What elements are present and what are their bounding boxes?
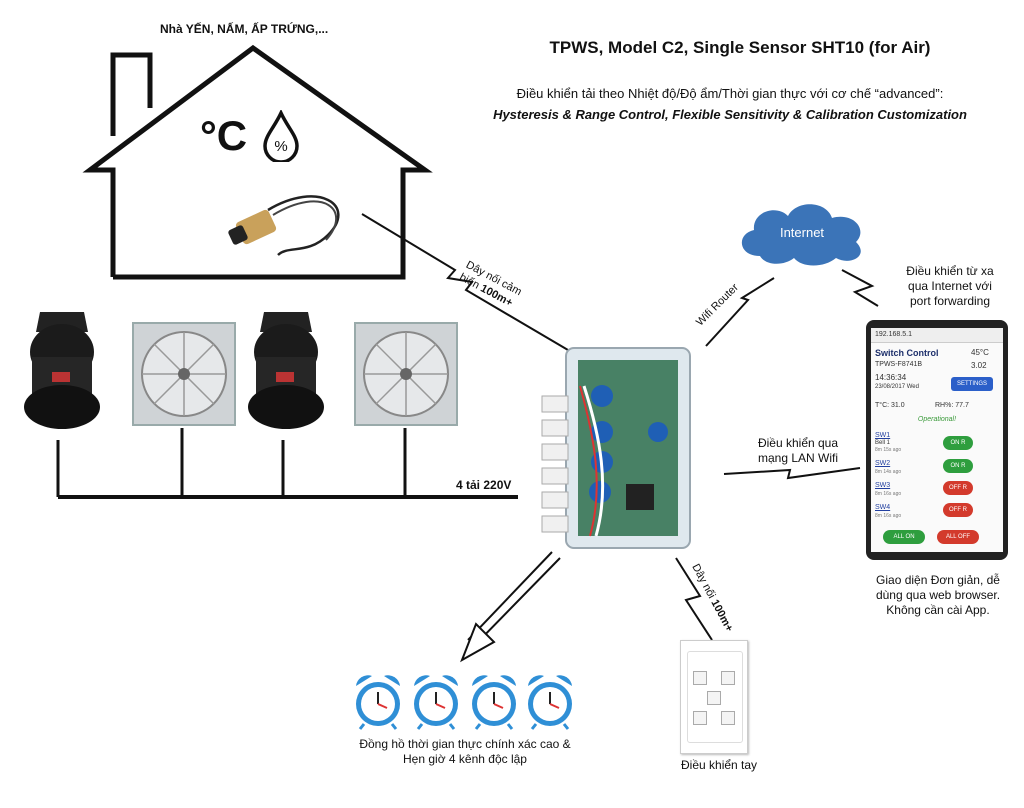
- url-bar[interactable]: 192.168.5.1: [871, 328, 1003, 343]
- humidifier-1: [22, 302, 102, 434]
- temp-top: 45°C: [971, 348, 989, 357]
- switch-1-toggle[interactable]: ON R: [943, 436, 973, 450]
- phone: 192.168.5.1 Switch Control 45°C TPWS-F87…: [866, 320, 1008, 560]
- switch-4-ago: 8m 16s ago: [875, 513, 902, 519]
- switch-3-name[interactable]: SW3: [875, 482, 891, 489]
- house-outline: [82, 44, 433, 280]
- ui-caption: Giao diện Đơn giản, dễ dùng qua web brow…: [875, 573, 1001, 617]
- internet-link: [841, 269, 879, 307]
- fan-2: [354, 322, 458, 426]
- sensor-cable-line: [361, 213, 569, 351]
- manual-label: Điều khiển tay: [681, 758, 758, 772]
- switch-2-name[interactable]: SW2: [875, 460, 891, 467]
- diagram-subtitle: Điều khiển tải theo Nhiệt độ/Độ ẩm/Thời …: [516, 86, 944, 101]
- device-id: TPWS-F8741B: [875, 361, 923, 368]
- remote-control-label: Điều khiển từ xa qua Internet với port f…: [906, 264, 994, 308]
- switch-1-name[interactable]: SW1: [875, 432, 891, 439]
- switch-1-sub: Bell 1: [875, 440, 891, 446]
- switch-2-ago: 8m 14s ago: [875, 469, 902, 475]
- switch-plate: [687, 651, 743, 743]
- humidity-icon: %: [263, 110, 299, 162]
- all-off-button[interactable]: ALL OFF: [937, 530, 979, 544]
- diagram-features: Hysteresis & Range Control, Flexible Sen…: [493, 107, 967, 122]
- house-label: Nhà YẾN, NẤM, ẤP TRỨNG,...: [160, 22, 329, 36]
- controller-board: [540, 346, 692, 552]
- switch-2-toggle[interactable]: ON R: [943, 459, 973, 473]
- all-on-button[interactable]: ALL ON: [883, 530, 925, 544]
- lan-control-label: Điều khiển qua mạng LAN Wifi: [757, 436, 839, 465]
- alarm-clock-icon: [352, 672, 404, 730]
- clock-date: 23/08/2017 Wed: [875, 384, 919, 390]
- humidifier-2: [246, 302, 326, 434]
- switch-4-name[interactable]: SW4: [875, 504, 891, 511]
- manual-cable-line: [675, 557, 713, 641]
- switch-3-ago: 8m 16s ago: [875, 491, 902, 497]
- arrow-to-clocks: [460, 551, 561, 663]
- loads-label: 4 tải 220V: [456, 478, 512, 492]
- temperature-icon: °C: [200, 112, 248, 159]
- switch-key-2[interactable]: [721, 671, 735, 685]
- alarm-clock-icon: [468, 672, 520, 730]
- wifi-router-link: [705, 277, 775, 347]
- lan-link: [723, 467, 861, 480]
- switch-3-toggle[interactable]: OFF R: [943, 481, 973, 495]
- switch-key-1[interactable]: [693, 671, 707, 685]
- phone-screen: 192.168.5.1 Switch Control 45°C TPWS-F87…: [871, 328, 1003, 552]
- switch-1-ago: 8m 15s ago: [875, 447, 902, 453]
- fan-1: [132, 322, 236, 426]
- switch-key-5[interactable]: [721, 711, 735, 725]
- status-text: Operational!: [917, 416, 957, 423]
- svg-text:%: %: [274, 138, 287, 155]
- temperature-reading: T°C: 31.0: [875, 402, 905, 409]
- sensor-probe: [228, 195, 340, 256]
- alarm-clock-icon: [410, 672, 462, 730]
- house-chimney: [110, 52, 153, 136]
- internet-cloud: Internet: [741, 204, 861, 266]
- switch-4-toggle[interactable]: OFF R: [943, 503, 973, 517]
- diagram-title: TPWS, Model C2, Single Sensor SHT10 (for…: [549, 38, 931, 57]
- alarm-clock-icon: [524, 672, 576, 730]
- switch-key-4[interactable]: [693, 711, 707, 725]
- settings-button[interactable]: SETTINGS: [951, 377, 993, 391]
- app-title: Switch Control: [875, 348, 939, 358]
- firmware-version: 3.02: [971, 361, 987, 370]
- internet-label: Internet: [780, 225, 824, 240]
- switch-key-3[interactable]: [707, 691, 721, 705]
- humidity-reading: RH%: 77.7: [935, 402, 969, 409]
- clocks-label: Đồng hồ thời gian thực chính xác cao & H…: [359, 737, 571, 766]
- wall-switch-panel: [680, 640, 748, 754]
- clock-time: 14:36:34: [875, 373, 907, 382]
